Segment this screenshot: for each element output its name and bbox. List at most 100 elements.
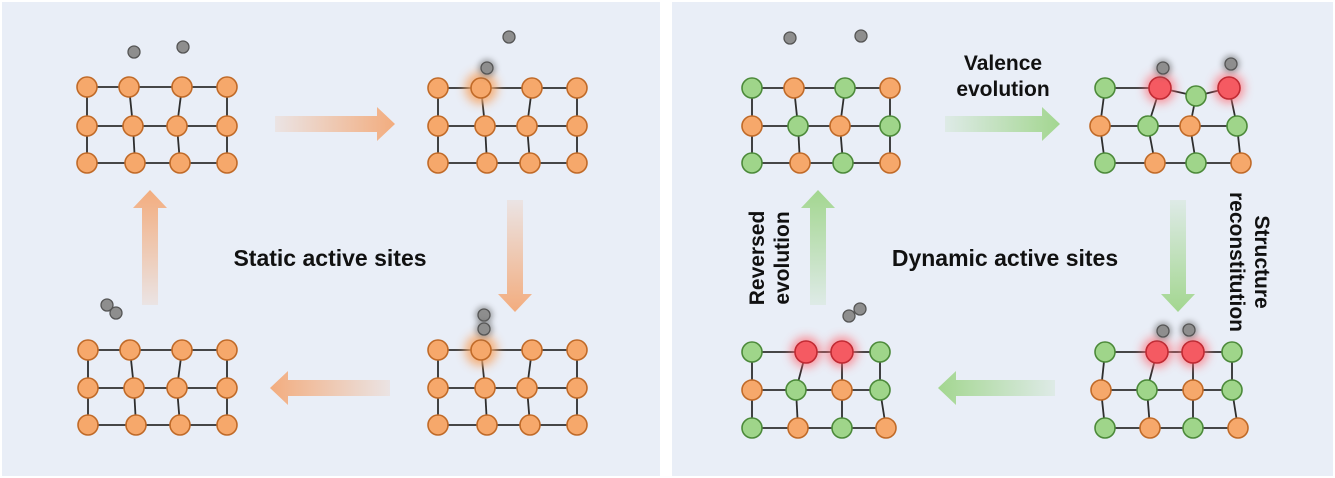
- molecule-atom: [100, 298, 114, 312]
- atom-orange: [566, 414, 588, 436]
- label-structure-reconstitution-line2: reconstitution: [1225, 192, 1248, 332]
- atom-orange: [879, 152, 901, 174]
- atom-green: [831, 417, 853, 439]
- atom-green: [787, 115, 809, 137]
- atom-orange: [76, 76, 98, 98]
- atom-orange: [566, 77, 588, 99]
- atom-green: [1094, 152, 1116, 174]
- atom-orange: [216, 339, 238, 361]
- atom-orange: [1182, 379, 1204, 401]
- lattice-dynamic-bl: [741, 337, 897, 439]
- atom-orange: [566, 339, 588, 361]
- lattice-static-bl: [77, 339, 238, 436]
- lattice-static-br: [427, 334, 588, 436]
- atom-orange: [516, 377, 538, 399]
- label-valence-evolution-line1: Valence: [964, 52, 1042, 75]
- atom-green: [785, 379, 807, 401]
- lattice-dynamic-tr: [1089, 73, 1252, 174]
- molecule-atom: [853, 302, 867, 316]
- atom-green: [1136, 379, 1158, 401]
- molecule-atom: [502, 30, 516, 44]
- atom-orange: [427, 77, 449, 99]
- atom-orange: [125, 414, 147, 436]
- atom-green: [1137, 115, 1159, 137]
- lattice-dynamic-br: [1090, 337, 1249, 439]
- atom-orange: [566, 152, 588, 174]
- atom-orange: [1144, 152, 1166, 174]
- atom-green: [869, 341, 891, 363]
- atom-orange: [216, 76, 238, 98]
- process-arrow: [945, 107, 1060, 141]
- panel-title-static: Static active sites: [233, 245, 426, 271]
- molecule-atom: [176, 40, 190, 54]
- process-arrow: [1161, 200, 1195, 312]
- molecule-atom: [854, 29, 868, 43]
- atom-orange: [169, 152, 191, 174]
- atom-red: [794, 340, 818, 364]
- atom-orange: [427, 152, 449, 174]
- process-arrow: [133, 190, 167, 305]
- atom-orange: [171, 339, 193, 361]
- atom-red: [1181, 340, 1205, 364]
- atom-orange: [474, 115, 496, 137]
- panel-static-background: [2, 2, 660, 476]
- atom-orange: [1230, 152, 1252, 174]
- atom-red: [1217, 76, 1241, 100]
- atom-orange: [741, 115, 763, 137]
- atom-orange: [470, 339, 492, 361]
- atom-orange: [427, 414, 449, 436]
- atom-orange: [1227, 417, 1249, 439]
- molecule-atom: [477, 322, 491, 336]
- atom-orange: [1089, 115, 1111, 137]
- molecule-atom: [842, 309, 856, 323]
- atom-orange: [122, 115, 144, 137]
- atom-orange: [879, 77, 901, 99]
- atom-green: [741, 77, 763, 99]
- process-arrow: [801, 190, 835, 305]
- atom-orange: [166, 377, 188, 399]
- atom-orange: [470, 77, 492, 99]
- molecule-atom: [1156, 61, 1170, 75]
- atom-green: [1094, 77, 1116, 99]
- atom-orange: [1179, 115, 1201, 137]
- atom-orange: [516, 115, 538, 137]
- atom-orange: [216, 152, 238, 174]
- atom-green: [1094, 341, 1116, 363]
- atom-green: [1094, 417, 1116, 439]
- molecule-atom: [127, 45, 141, 59]
- label-reversed-evolution-line1: Reversed: [746, 211, 769, 306]
- label-reversed-evolution-line2: evolution: [771, 211, 794, 304]
- atom-orange: [169, 414, 191, 436]
- atom-orange: [77, 414, 99, 436]
- lattice-static-tl: [76, 76, 238, 174]
- atom-green: [1226, 115, 1248, 137]
- atom-orange: [875, 417, 897, 439]
- molecule-atom: [109, 306, 123, 320]
- process-arrow: [498, 200, 532, 312]
- atom-orange: [171, 76, 193, 98]
- label-valence-evolution-line2: evolution: [956, 78, 1049, 101]
- atom-orange: [566, 377, 588, 399]
- atom-orange: [118, 76, 140, 98]
- atom-green: [869, 379, 891, 401]
- atom-green: [1185, 85, 1207, 107]
- atom-green: [879, 115, 901, 137]
- atom-orange: [123, 377, 145, 399]
- atom-orange: [77, 339, 99, 361]
- atom-orange: [787, 417, 809, 439]
- molecule-atom: [480, 61, 494, 75]
- atom-orange: [216, 377, 238, 399]
- process-arrow: [938, 371, 1055, 405]
- atom-orange: [1090, 379, 1112, 401]
- atom-green: [834, 77, 856, 99]
- atom-orange: [119, 339, 141, 361]
- atom-orange: [1139, 417, 1161, 439]
- atom-orange: [566, 115, 588, 137]
- atom-orange: [476, 152, 498, 174]
- atom-green: [1221, 379, 1243, 401]
- atom-green: [1221, 341, 1243, 363]
- atom-orange: [741, 379, 763, 401]
- atom-green: [741, 152, 763, 174]
- atom-green: [832, 152, 854, 174]
